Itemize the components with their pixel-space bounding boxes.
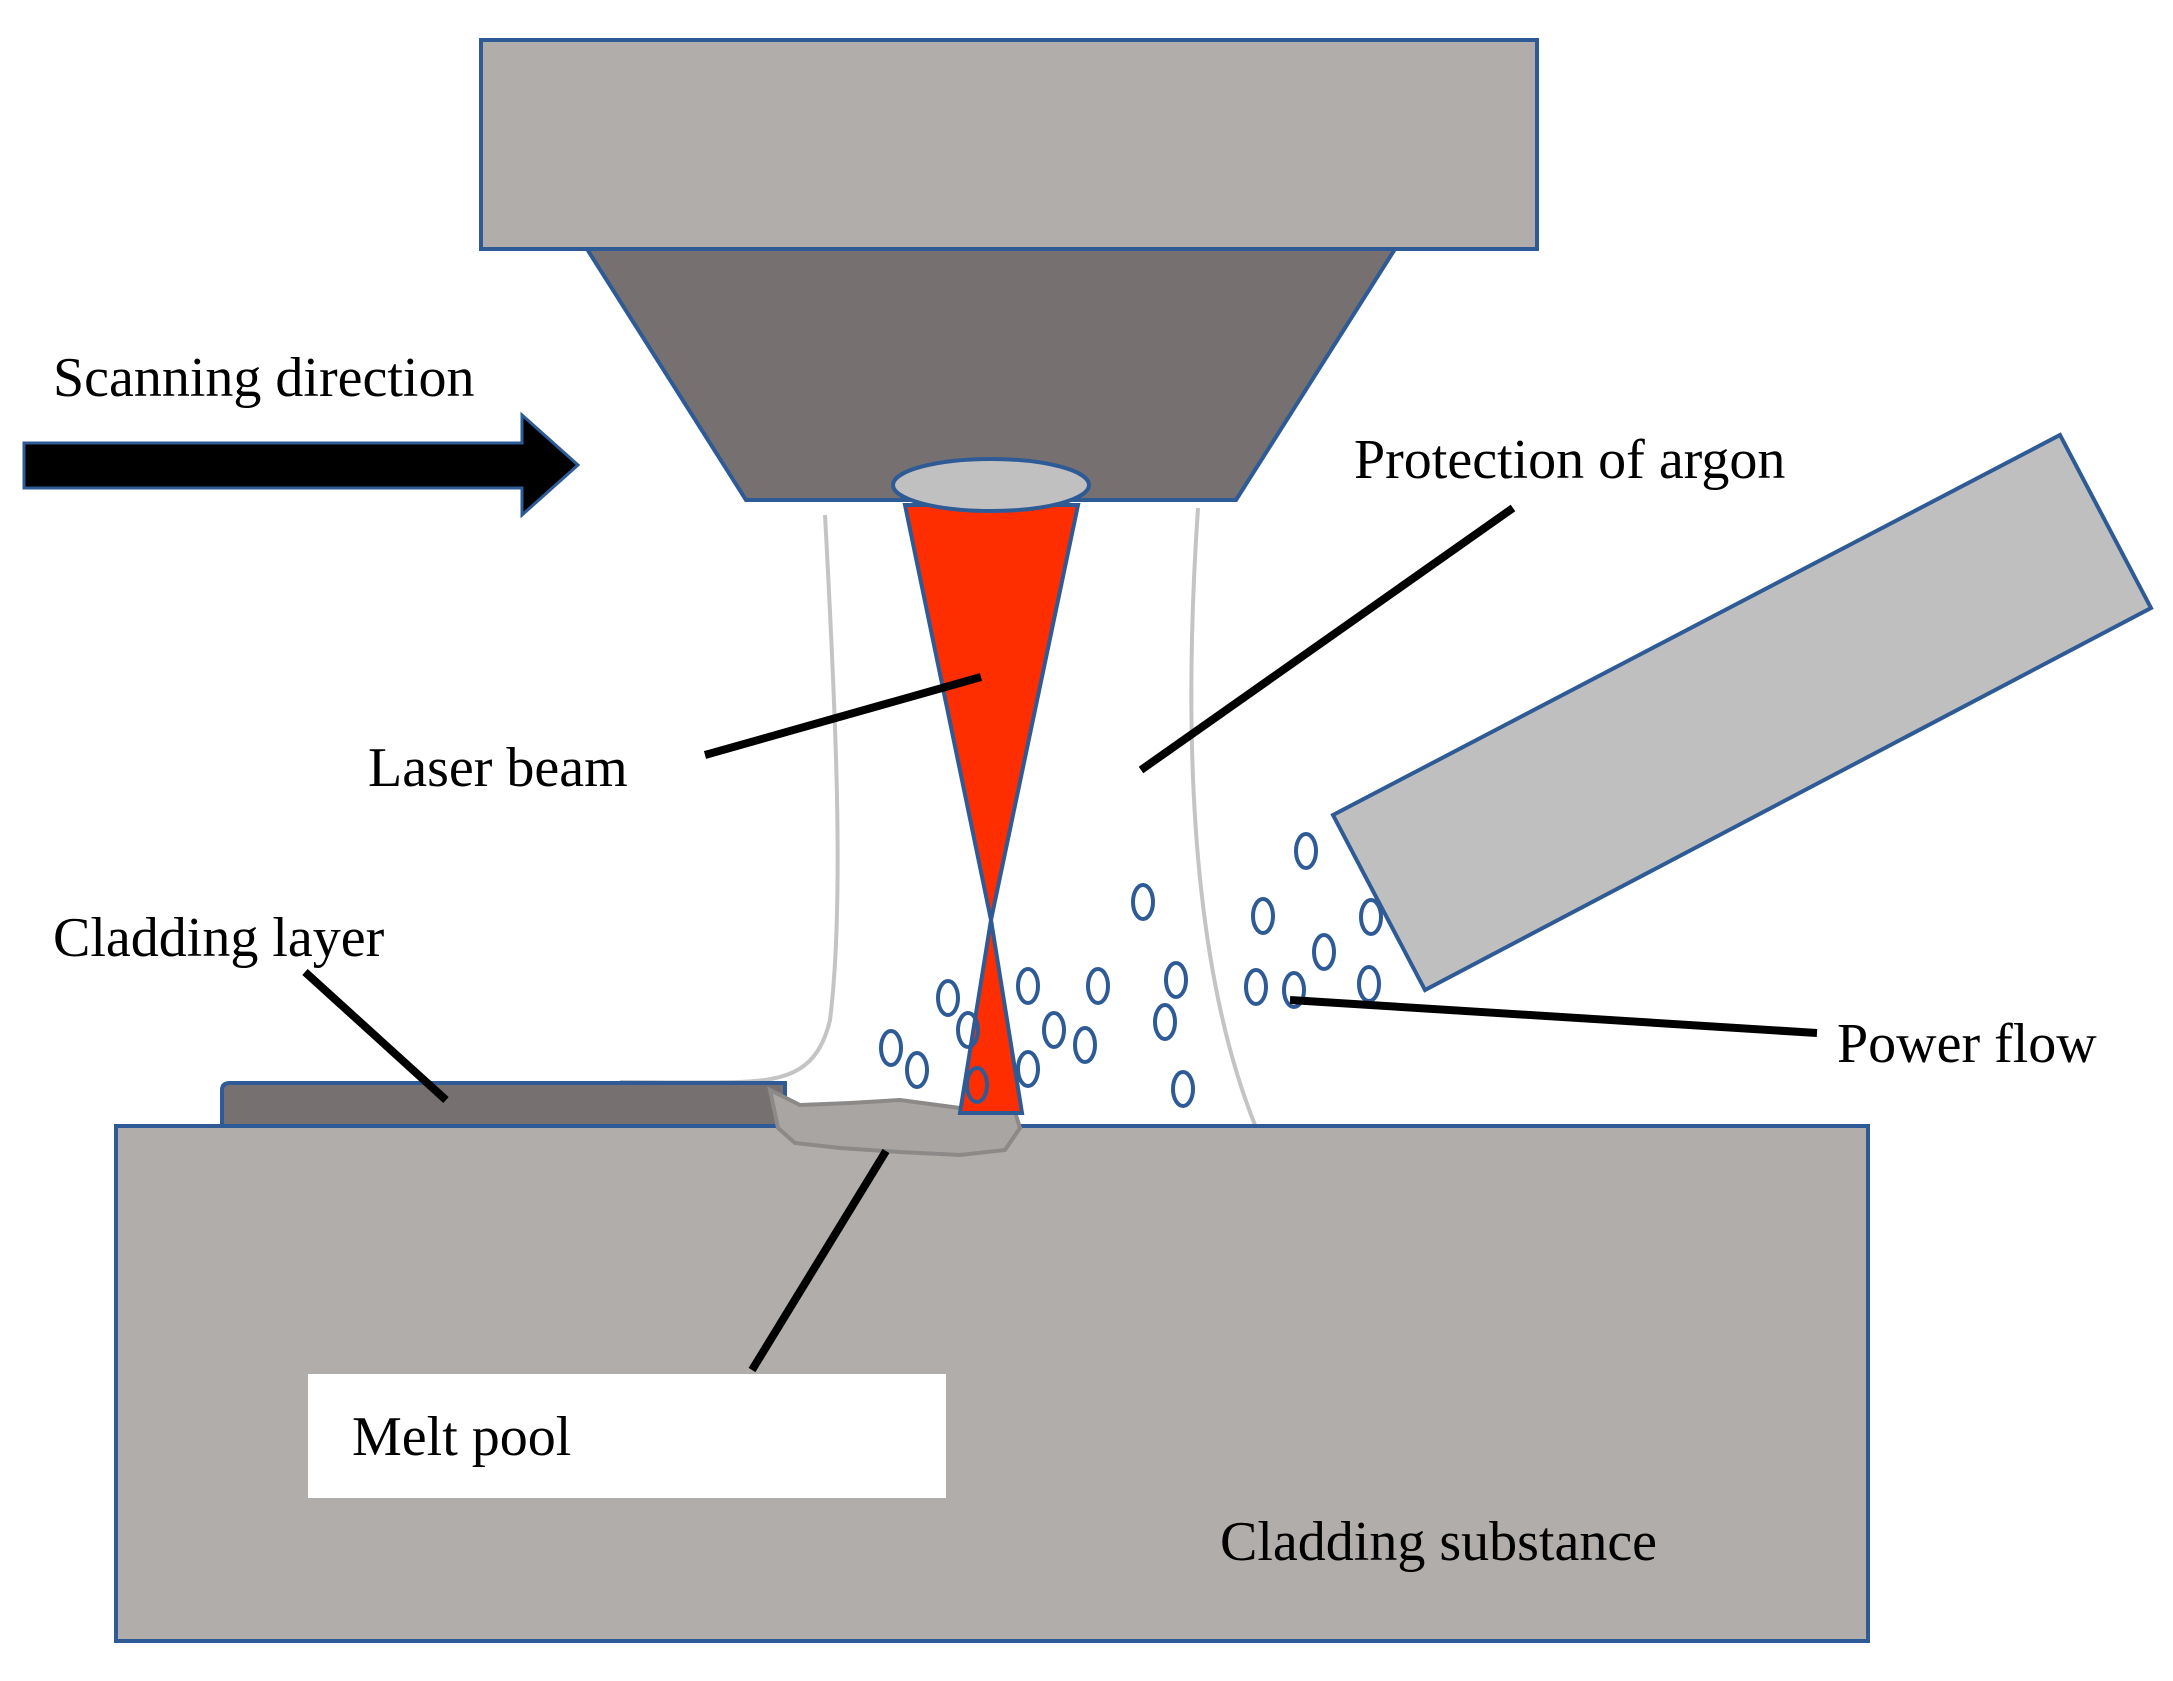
- leader-line-cladding-layer: [302, 969, 449, 1103]
- label-melt-pool: Melt pool: [352, 1406, 571, 1468]
- label-cladding-substance: Cladding substance: [1220, 1511, 1657, 1573]
- label-protection-of-argon: Protection of argon: [1354, 429, 1785, 491]
- laser-beam-upper: [902, 503, 1081, 921]
- right-arrow-icon: [22, 411, 581, 519]
- powder-particle: [1016, 967, 1040, 1005]
- powder-particle: [1042, 1011, 1066, 1049]
- powder-particle: [1357, 965, 1381, 1003]
- leader-line-melt-pool: [748, 1148, 890, 1373]
- argon-envelope-right: [1189, 507, 1257, 1126]
- powder-particle: [1251, 897, 1275, 935]
- label-power-flow: Power flow: [1837, 1013, 2097, 1075]
- powder-particle: [905, 1051, 929, 1089]
- label-laser-beam: Laser beam: [368, 737, 628, 799]
- argon-envelope-left: [619, 514, 840, 1085]
- powder-particle: [936, 979, 960, 1017]
- powder-particle: [1359, 898, 1383, 936]
- leader-line-laser-beam: [703, 673, 983, 759]
- focusing-lens: [891, 457, 1091, 513]
- laser-beam-lower: [957, 919, 1025, 1115]
- leader-line-power-flow: [1289, 996, 1818, 1037]
- label-scanning-direction: Scanning direction: [53, 347, 474, 409]
- powder-particle: [1244, 968, 1268, 1006]
- powder-particle: [879, 1029, 903, 1067]
- powder-particle: [1131, 883, 1155, 921]
- powder-particle: [1164, 961, 1188, 999]
- cladding-layer-strip: [220, 1081, 787, 1128]
- laser-nozzle: [583, 247, 1399, 502]
- melt-pool-label-box: [308, 1374, 946, 1498]
- leader-line-argon: [1138, 504, 1516, 774]
- powder-particle: [1016, 1050, 1040, 1088]
- powder-particle: [956, 1011, 980, 1049]
- powder-particle: [1153, 1003, 1177, 1041]
- powder-particle: [1073, 1026, 1097, 1064]
- powder-particle: [1282, 971, 1306, 1009]
- leader-lines: [302, 504, 1818, 1373]
- laser-head-housing: [479, 38, 1539, 251]
- powder-particle: [1312, 933, 1336, 971]
- powder-particle: [1294, 832, 1318, 870]
- powder-particles: [879, 832, 1383, 1108]
- powder-feed-tube: [1330, 432, 2154, 993]
- label-cladding-layer: Cladding layer: [53, 907, 385, 969]
- powder-particle: [965, 1066, 989, 1104]
- melt-pool-shape: [767, 1086, 1023, 1158]
- powder-particle: [1086, 967, 1110, 1005]
- powder-particle: [1171, 1070, 1195, 1108]
